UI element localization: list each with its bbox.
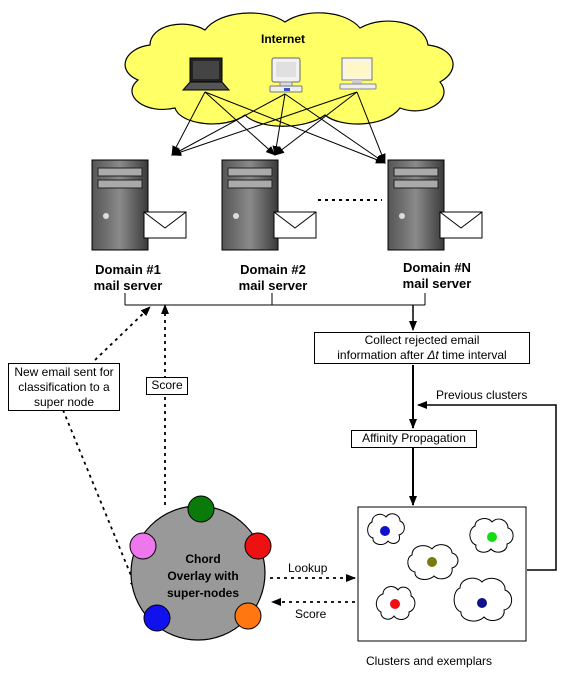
server-2-icon (221, 159, 317, 251)
affinity-text: Affinity Propagation (362, 431, 466, 445)
dashed-arrow-new-email-down (62, 409, 138, 591)
collect-line1: Collect rejected email (364, 333, 480, 347)
server-1-label: Domain #1 mail server (63, 262, 193, 294)
previous-clusters-label: Previous clusters (436, 388, 528, 402)
laptop-icon (181, 57, 231, 91)
cloud-label: Internet (261, 32, 305, 46)
server-1-icon (91, 159, 187, 251)
new-email-text: New email sent for classification to a s… (14, 365, 114, 409)
score-right-label: Score (295, 607, 327, 621)
exemplar-dot-olive (427, 557, 437, 567)
monitor-icon (339, 57, 377, 90)
exemplar-dot-green (487, 532, 497, 542)
super-node-red (244, 532, 272, 560)
server-2-label: Domain #2 mail server (208, 262, 338, 294)
internet-connection-arrows (171, 91, 386, 164)
server-n-role: mail server (402, 276, 472, 291)
server-n-name: Domain #N (403, 260, 471, 275)
delta-t-symbol: Δt (427, 348, 439, 362)
lookup-label: Lookup (288, 561, 328, 575)
super-node-pink (129, 532, 157, 560)
exemplar-dot-navy (477, 598, 487, 608)
server-2-name: Domain #2 (240, 262, 306, 277)
exemplar-dot-red (390, 599, 400, 609)
server-1-role: mail server (93, 278, 163, 293)
chord-label-line2: Overlay with (167, 569, 238, 583)
chord-label-line3: super-nodes (167, 586, 239, 600)
super-node-green (187, 495, 215, 523)
super-node-orange (234, 602, 262, 630)
server-n-icon (387, 159, 483, 251)
server-bus-line (124, 293, 426, 306)
server-n-label: Domain #N mail server (372, 260, 502, 292)
score-box-left: Score (146, 377, 188, 395)
affinity-propagation-box: Affinity Propagation (351, 430, 477, 448)
desktop-computer-icon (269, 57, 303, 93)
collect-box: Collect rejected email information after… (314, 332, 530, 364)
clusters-caption: Clusters and exemplars (366, 654, 493, 668)
collect-line2: information after Δt time interval (337, 348, 507, 362)
super-node-blue (143, 604, 171, 632)
server-2-role: mail server (238, 278, 308, 293)
arrow-previous-clusters (417, 401, 557, 571)
server-1-name: Domain #1 (95, 262, 161, 277)
score-left-text: Score (151, 378, 183, 392)
new-email-box: New email sent for classification to a s… (8, 363, 120, 411)
dashed-arrow-new-email-up (94, 306, 151, 361)
chord-label-line1: Chord (185, 552, 220, 566)
exemplar-dot-blue (380, 526, 390, 536)
